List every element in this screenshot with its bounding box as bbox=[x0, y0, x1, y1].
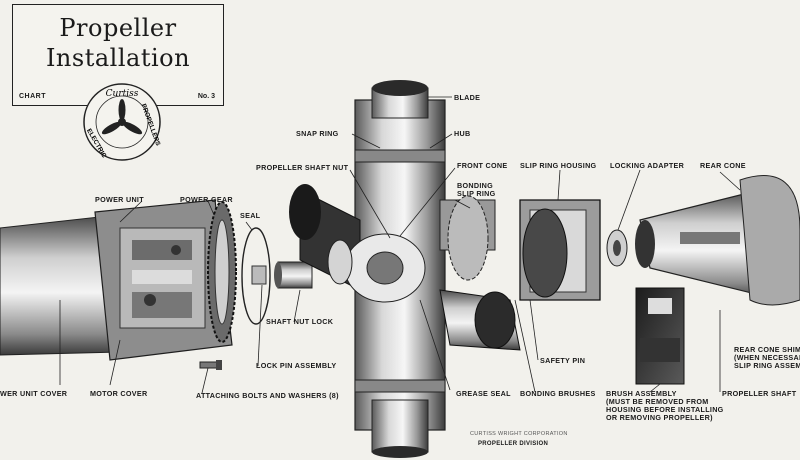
curtiss-logo: Curtiss ELECTRIC PROPELLERS bbox=[83, 83, 162, 161]
label-brush-assembly: BRUSH ASSEMBLY (MUST BE REMOVED FROM HOU… bbox=[606, 389, 724, 422]
attaching-bolts-part bbox=[199, 360, 222, 370]
title-box: Propeller Installation CHART No. 3 bbox=[12, 4, 224, 106]
label-snap-ring: SNAP RING bbox=[296, 129, 339, 138]
logo-script: Curtiss bbox=[106, 89, 139, 99]
chart-label: CHART bbox=[19, 93, 46, 100]
power-unit-part bbox=[94, 199, 233, 361]
chart-title-line2: Installation bbox=[45, 44, 191, 72]
credit-company: CURTISS WRIGHT CORPORATION bbox=[470, 431, 568, 437]
seal-part bbox=[241, 227, 271, 325]
label-power-gear: POWER GEAR bbox=[180, 195, 233, 204]
credit-division: PROPELLER DIVISION bbox=[478, 441, 549, 447]
chart-title: Propeller Installation bbox=[13, 13, 223, 73]
label-lock-pin-assembly: LOCK PIN ASSEMBLY bbox=[256, 361, 337, 370]
bonding-slip-ring-part bbox=[447, 195, 489, 281]
label-rear-cone-shim: REAR CONE SHIM (WHEN NECESSARY IN SLIP R… bbox=[734, 345, 800, 370]
chart-title-line1: Propeller bbox=[59, 14, 177, 42]
label-power-unit-cover: WER UNIT COVER bbox=[0, 389, 68, 398]
front-cone-part bbox=[327, 233, 426, 303]
propeller-emblem-icon bbox=[101, 99, 143, 135]
leader-lines bbox=[59, 96, 741, 394]
label-propeller-shaft-nut: PROPELLER SHAFT NUT bbox=[256, 163, 349, 172]
label-motor-cover: MOTOR COVER bbox=[90, 389, 148, 398]
chart-number: No. 3 bbox=[197, 93, 215, 100]
label-front-cone: FRONT CONE bbox=[457, 161, 508, 170]
label-slip-ring-housing: SLIP RING HOUSING bbox=[520, 161, 597, 170]
slip-ring-housing-part bbox=[519, 199, 601, 301]
label-seal: SEAL bbox=[240, 211, 261, 220]
power-gear-part bbox=[207, 201, 237, 343]
brush-assembly-part bbox=[635, 287, 685, 385]
label-attaching-bolts: ATTACHING BOLTS AND WASHERS (8) bbox=[196, 391, 339, 400]
shaft-nut-lock-part bbox=[251, 261, 313, 289]
label-hub: HUB bbox=[454, 129, 471, 138]
label-power-unit: POWER UNIT bbox=[95, 195, 144, 204]
label-bonding-brushes: BONDING BRUSHES bbox=[520, 389, 596, 398]
propeller-shaft-part bbox=[635, 175, 800, 306]
label-bonding-slip-ring: BONDING SLIP RING bbox=[457, 181, 496, 198]
label-propeller-shaft: PROPELLER SHAFT bbox=[722, 389, 797, 398]
label-rear-cone: REAR CONE bbox=[700, 161, 746, 170]
label-locking-adapter: LOCKING ADAPTER bbox=[610, 161, 685, 170]
label-safety-pin: SAFETY PIN bbox=[540, 356, 586, 365]
label-blade: BLADE bbox=[454, 93, 481, 102]
label-grease-seal: GREASE SEAL bbox=[456, 389, 511, 398]
locking-adapter-part bbox=[606, 229, 628, 267]
label-shaft-nut-lock: SHAFT NUT LOCK bbox=[266, 317, 334, 326]
